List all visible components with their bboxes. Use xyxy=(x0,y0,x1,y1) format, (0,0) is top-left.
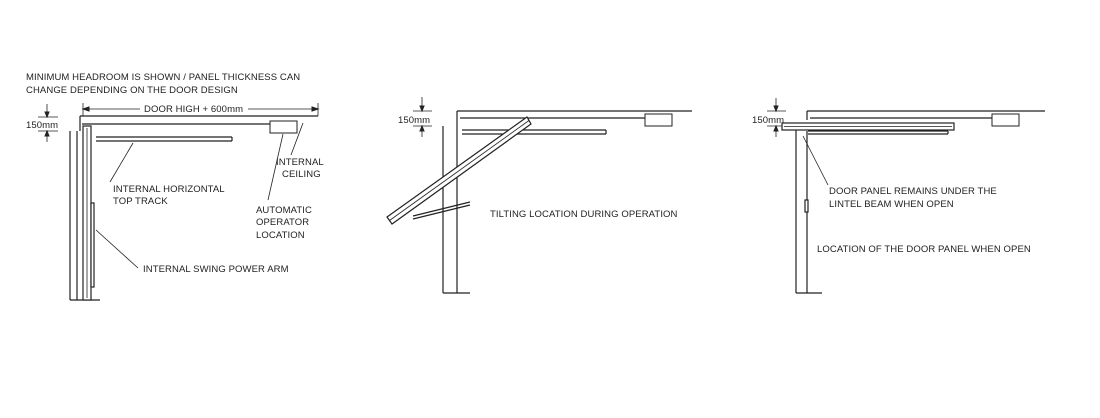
top-track-2 xyxy=(462,129,607,135)
door-panel-closed xyxy=(82,125,95,301)
operator-unit-2 xyxy=(644,113,673,127)
door-panel-tilting xyxy=(386,116,532,225)
headroom-dimension-2: 150mm xyxy=(398,97,432,137)
operator-unit-3 xyxy=(991,113,1020,127)
tilting-label: TILTING LOCATION DURING OPERATION xyxy=(490,209,678,220)
ceiling-label-line1: INTERNAL xyxy=(276,157,324,168)
door-panel-open xyxy=(781,122,955,135)
top-track-label-line1: INTERNAL HORIZONTAL xyxy=(113,184,225,195)
door-high-dimension: DOOR HIGH + 600mm xyxy=(81,103,320,116)
operator-label-line2: OPERATOR xyxy=(256,217,309,228)
ceiling-label-line2: CEILING xyxy=(282,169,321,180)
diagram-closed: MINIMUM HEADROOM IS SHOWN / PANEL THICKN… xyxy=(26,72,324,301)
diagram-tilting: 150mm TILTING LOCATION DURING OPERATION xyxy=(386,97,692,294)
swing-arm-label: INTERNAL SWING POWER ARM xyxy=(143,264,289,275)
operator-unit-1 xyxy=(269,120,298,134)
headroom-dim-label-3: 150mm xyxy=(752,115,784,126)
top-track-1 xyxy=(96,136,233,142)
diagram-open: 150mm DOOR PANEL REMAINS UNDER THE LINTE… xyxy=(752,98,1045,294)
remains-label-line1: DOOR PANEL REMAINS UNDER THE xyxy=(829,186,997,197)
wall-structure-3 xyxy=(795,110,1045,294)
wall-structure-1 xyxy=(69,115,318,301)
headroom-dim-label-2: 150mm xyxy=(398,115,430,126)
door-high-dim-label: DOOR HIGH + 600mm xyxy=(144,104,243,115)
remains-label-line2: LINTEL BEAM WHEN OPEN xyxy=(829,199,954,210)
top-track-label-line2: TOP TRACK xyxy=(113,196,168,207)
wall-structure-2 xyxy=(442,110,692,294)
open-location-label: LOCATION OF THE DOOR PANEL WHEN OPEN xyxy=(817,244,1031,255)
operator-label-line3: LOCATION xyxy=(256,230,305,241)
headroom-dimension-1: 150mm xyxy=(26,104,58,142)
operator-label-line1: AUTOMATIC xyxy=(256,205,312,216)
headroom-dim-label-1: 150mm xyxy=(26,120,58,131)
headroom-dimension-3: 150mm xyxy=(752,98,786,137)
headroom-note-line1: MINIMUM HEADROOM IS SHOWN / PANEL THICKN… xyxy=(26,72,300,83)
leaders-1 xyxy=(95,122,304,269)
headroom-note-line2: CHANGE DEPENDING ON THE DOOR DESIGN xyxy=(26,85,238,96)
leader-3 xyxy=(802,135,829,186)
